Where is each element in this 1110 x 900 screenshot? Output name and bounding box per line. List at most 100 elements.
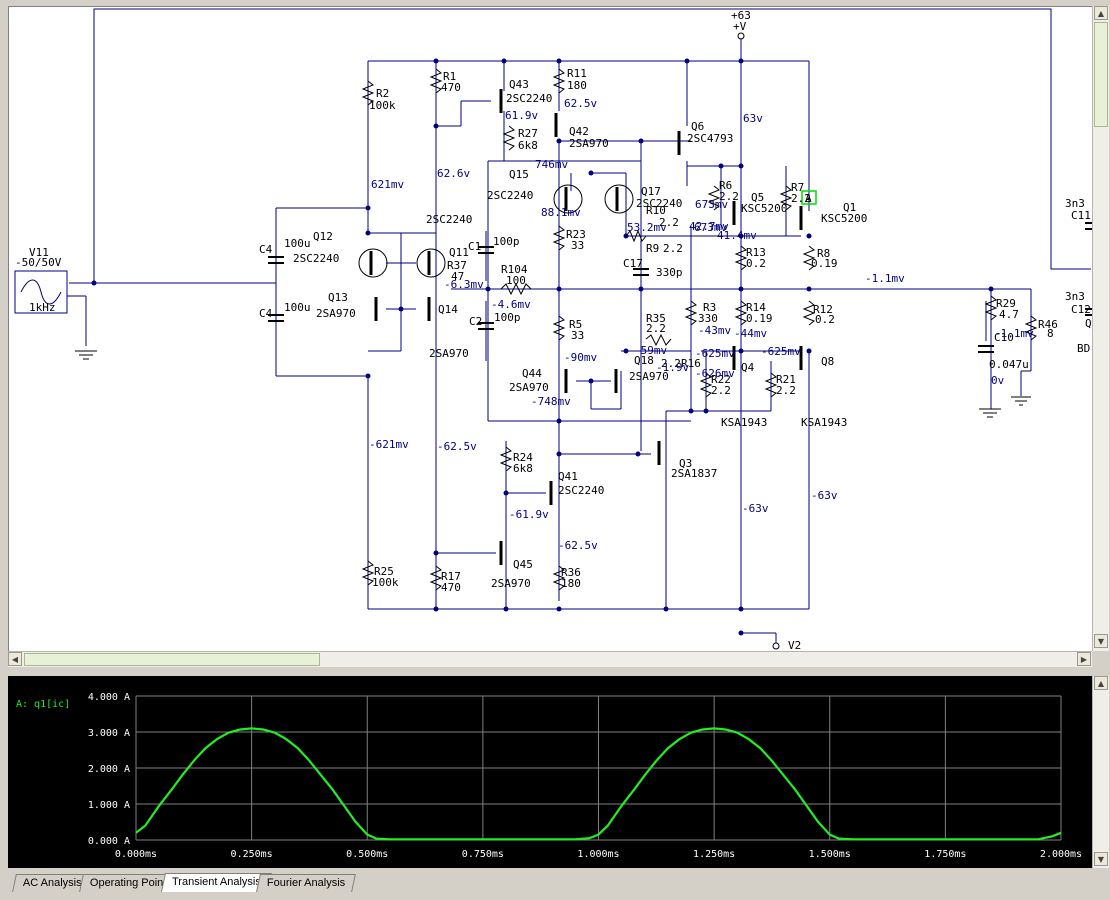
- horizontal-scroll-thumb[interactable]: [24, 653, 320, 666]
- voltage-label: -44mv: [734, 327, 767, 340]
- x-tick-label: 0.250ms: [231, 849, 273, 860]
- tab-fourier-analysis[interactable]: Fourier Analysis: [256, 874, 357, 892]
- voltage-label: 673mv: [694, 221, 727, 234]
- trace-q1-ic: [135, 727, 1062, 841]
- value-q12: 2SC2240: [293, 252, 339, 265]
- voltage-label: -1.9v: [656, 361, 689, 374]
- voltage-label: 88.1mv: [541, 206, 581, 219]
- value-q4: KSA1943: [721, 416, 767, 429]
- graph-scroll-down-button[interactable]: ▼: [1094, 852, 1108, 866]
- value-q11: 2SC2240: [426, 213, 472, 226]
- transient-chart: 4.000 A3.000 A2.000 A1.000 A0.000 A 0.00…: [16, 692, 1082, 860]
- voltage-label: -625mv: [695, 347, 735, 360]
- label-partial-q: Q: [1085, 317, 1092, 330]
- label-c4: C4: [259, 307, 273, 320]
- voltage-label: 673mv: [695, 198, 728, 211]
- label-q17: Q17: [641, 185, 661, 198]
- x-tick-label: 1.250ms: [693, 849, 735, 860]
- label-r22: R22: [711, 373, 731, 386]
- value-q14: 2SA970: [429, 347, 469, 360]
- voltage-label: -62.5v: [558, 539, 598, 552]
- voltage-label: -90mv: [564, 351, 597, 364]
- label-q8: Q8: [821, 355, 834, 368]
- label-q41: Q41: [558, 470, 578, 483]
- schematic-drawing: A +63 +V V2 V11 -50/50V 1kHz R2 100k R1 …: [14, 8, 1093, 652]
- voltage-label: -43mv: [698, 324, 731, 337]
- supply-pos-unit: +V: [733, 20, 747, 33]
- label-r25: R25: [374, 565, 394, 578]
- probe-marker[interactable]: [801, 190, 817, 205]
- label-q45: Q45: [513, 558, 533, 571]
- label-r8: R8: [817, 247, 830, 260]
- graph-vertical-scrollbar[interactable]: ▲ ▼: [1092, 676, 1109, 868]
- value-q13: 2SA970: [316, 307, 356, 320]
- label-r24: R24: [513, 451, 533, 464]
- source-freq: 1kHz: [29, 301, 56, 314]
- x-tick-label: 1.500ms: [809, 849, 851, 860]
- label-q13: Q13: [328, 291, 348, 304]
- label-r5: R5: [569, 318, 582, 331]
- value-r17: 470: [441, 581, 461, 594]
- y-tick-label: 0.000 A: [88, 836, 130, 847]
- schematic-horizontal-scrollbar[interactable]: ◀ ▶: [8, 651, 1092, 667]
- value-c10: 0.047u: [989, 358, 1029, 371]
- voltage-label: 0v: [991, 374, 1005, 387]
- voltage-label: -59mv: [634, 344, 667, 357]
- value-r27: 6k8: [518, 139, 538, 152]
- value-q44: 2SA970: [509, 381, 549, 394]
- scroll-left-button[interactable]: ◀: [8, 652, 22, 666]
- value-c2: 100p: [494, 311, 521, 324]
- value-r10: 2.2: [659, 216, 679, 229]
- label-r6: R6: [719, 179, 732, 192]
- label-r23: R23: [566, 228, 586, 241]
- voltage-label: -1.1mv: [994, 327, 1034, 340]
- value-r13: 0.2: [746, 257, 766, 270]
- tab-transient-analysis[interactable]: Transient Analysis: [160, 873, 272, 892]
- value-r5: 33: [571, 329, 584, 342]
- voltage-label: -6.3mv: [444, 278, 484, 291]
- voltage-label: -748mv: [531, 395, 571, 408]
- label-q6: Q6: [691, 120, 704, 133]
- x-tick-label: 1.750ms: [924, 849, 966, 860]
- label-r21: R21: [776, 373, 796, 386]
- y-tick-label: 2.000 A: [88, 764, 130, 775]
- source-name: V11: [29, 246, 49, 259]
- value-c12: 3n3: [1065, 290, 1085, 303]
- value-r21: 2.2: [776, 384, 796, 397]
- value-r104: 100: [506, 274, 526, 287]
- voltage-label: -626mv: [695, 367, 735, 380]
- x-tick-label: 0.500ms: [346, 849, 388, 860]
- label-r9: R9: [646, 242, 659, 255]
- value-c3: 100u: [284, 237, 311, 250]
- value-q3: 2SA1837: [671, 467, 717, 480]
- voltage-label: -1.1mv: [865, 272, 905, 285]
- label-r29: R29: [996, 297, 1016, 310]
- voltage-label: 62.5v: [564, 97, 597, 110]
- value-r23: 33: [571, 239, 584, 252]
- voltage-label: 53.2mv: [627, 221, 667, 234]
- label-q44: Q44: [522, 367, 542, 380]
- value-r22: 2.2: [711, 384, 731, 397]
- graph-scroll-up-button[interactable]: ▲: [1094, 676, 1108, 690]
- voltage-label: 42.7mv: [689, 220, 729, 233]
- scroll-right-button[interactable]: ▶: [1077, 652, 1091, 666]
- scroll-up-button[interactable]: ▲: [1094, 6, 1108, 20]
- voltage-label: -625mv: [761, 345, 801, 358]
- label-q11: Q11: [449, 246, 469, 259]
- label-q5: Q5: [751, 191, 764, 204]
- label-r104: R104: [501, 263, 528, 276]
- schematic-canvas[interactable]: A +63 +V V2 V11 -50/50V 1kHz R2 100k R1 …: [8, 6, 1093, 652]
- label-c12: C12: [1071, 303, 1091, 316]
- value-q45: 2SA970: [491, 577, 531, 590]
- x-tick-label: 0.000ms: [115, 849, 157, 860]
- value-r25: 100k: [372, 576, 399, 589]
- label-r35: R35: [646, 312, 666, 325]
- value-r29: 4.7: [999, 308, 1019, 321]
- scroll-down-button[interactable]: ▼: [1094, 634, 1108, 648]
- source-value: -50/50V: [15, 256, 62, 269]
- voltage-label: 41.4mv: [717, 229, 757, 242]
- vertical-scroll-thumb[interactable]: [1094, 22, 1108, 127]
- label-r17: R17: [441, 570, 461, 583]
- schematic-vertical-scrollbar[interactable]: ▲ ▼: [1092, 6, 1109, 651]
